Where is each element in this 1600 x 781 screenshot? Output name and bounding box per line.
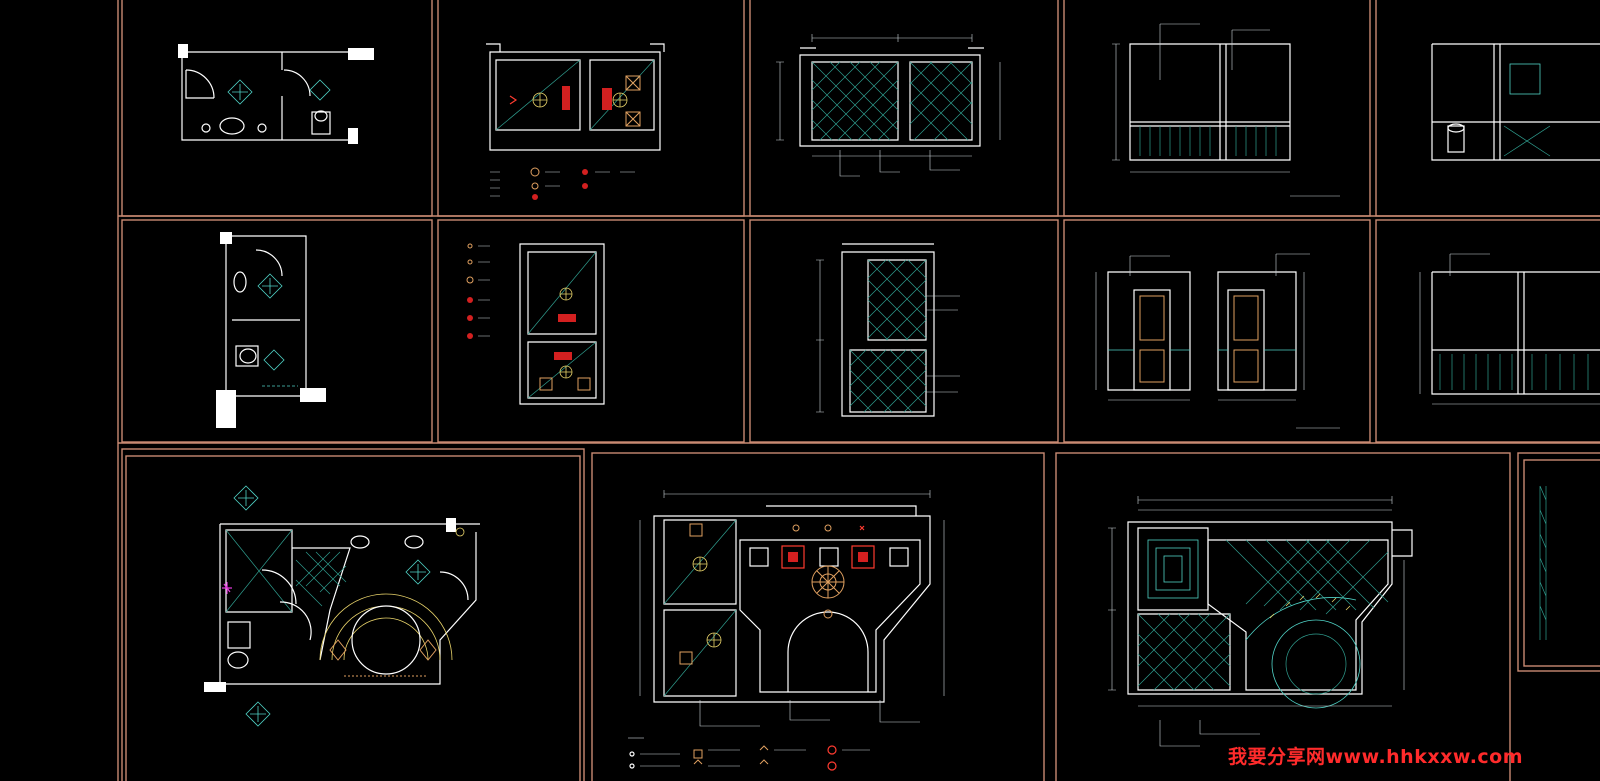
sheet-wall-elevation-partial[interactable] <box>1375 0 1600 217</box>
sheet-partial-right[interactable] <box>1517 452 1600 672</box>
sheet-divider-lines <box>117 0 1600 781</box>
sheet-narrow-ceiling-plan[interactable] <box>437 219 745 443</box>
legend-block <box>628 737 870 771</box>
sheet-door-elevations[interactable] <box>1063 219 1371 443</box>
tile-plan-walls <box>841 243 935 417</box>
ceiling-light-icon <box>679 523 909 665</box>
tile-grid <box>1137 539 1389 691</box>
narrow-ceiling-walls <box>519 243 605 405</box>
partial-tile-strip <box>1539 485 1547 640</box>
sheet-tile-floor-plan[interactable] <box>749 0 1059 217</box>
legend-block <box>490 167 635 200</box>
dimension-lines <box>816 259 960 413</box>
ceiling-light-icon <box>257 273 285 371</box>
dimension-lines <box>1112 23 1340 197</box>
master-tile-walls <box>1127 521 1413 695</box>
dimension-lines <box>776 34 1001 177</box>
door-elevation-right <box>1217 271 1297 391</box>
elevation-outline <box>1431 43 1600 161</box>
master-ceiling-walls <box>653 505 931 703</box>
legend-block <box>466 243 490 339</box>
sheet-ceiling-plan-with-legend[interactable] <box>437 0 745 217</box>
sheet-wall-elevation[interactable] <box>1063 0 1371 217</box>
dimension-lines <box>1108 496 1405 747</box>
sheet-master-tile-plan[interactable] <box>1055 452 1511 781</box>
master-plan-walls <box>204 518 480 692</box>
sheet-wall-elevation-partial-2[interactable] <box>1375 219 1600 443</box>
circular-tub-enclosure <box>319 593 453 677</box>
exhaust-fan-icon <box>222 582 232 594</box>
exhaust-fan-icon <box>554 314 576 360</box>
ceiling-light-icon <box>233 485 465 727</box>
sheet-master-ceiling-plan-with-legend[interactable] <box>591 452 1045 781</box>
dimension-lines <box>1095 253 1340 429</box>
tile-grid <box>811 61 973 141</box>
sheet-bathroom-floor-plan[interactable] <box>121 0 433 217</box>
sheet-narrow-tile-plan[interactable] <box>749 219 1059 443</box>
dimension-lines <box>639 490 945 727</box>
dimension-lines <box>1419 253 1600 405</box>
door-elevation-left <box>1107 271 1191 391</box>
ceiling-light-icon <box>532 75 641 127</box>
ceiling-light-icon <box>227 79 331 105</box>
exhaust-fan-icon <box>781 525 875 569</box>
elevation-outline <box>1431 271 1600 395</box>
elevation-outline <box>1129 43 1291 161</box>
site-watermark: 我要分享网www.hhkxxw.com <box>1228 746 1524 768</box>
sheet-master-bathroom-plan[interactable] <box>121 448 585 781</box>
sheet-narrow-bathroom-plan[interactable] <box>121 219 433 443</box>
ceiling-light-icon <box>539 287 591 391</box>
circular-tub-enclosure <box>1245 593 1361 709</box>
tile-plan-walls <box>799 47 984 147</box>
tile-grid <box>295 551 347 607</box>
narrow-plan-walls <box>216 232 326 428</box>
tile-grid <box>849 259 927 413</box>
ceiling-plan-walls <box>486 43 665 151</box>
exhaust-fan-icon <box>509 86 612 110</box>
floor-plan-walls <box>178 44 374 144</box>
